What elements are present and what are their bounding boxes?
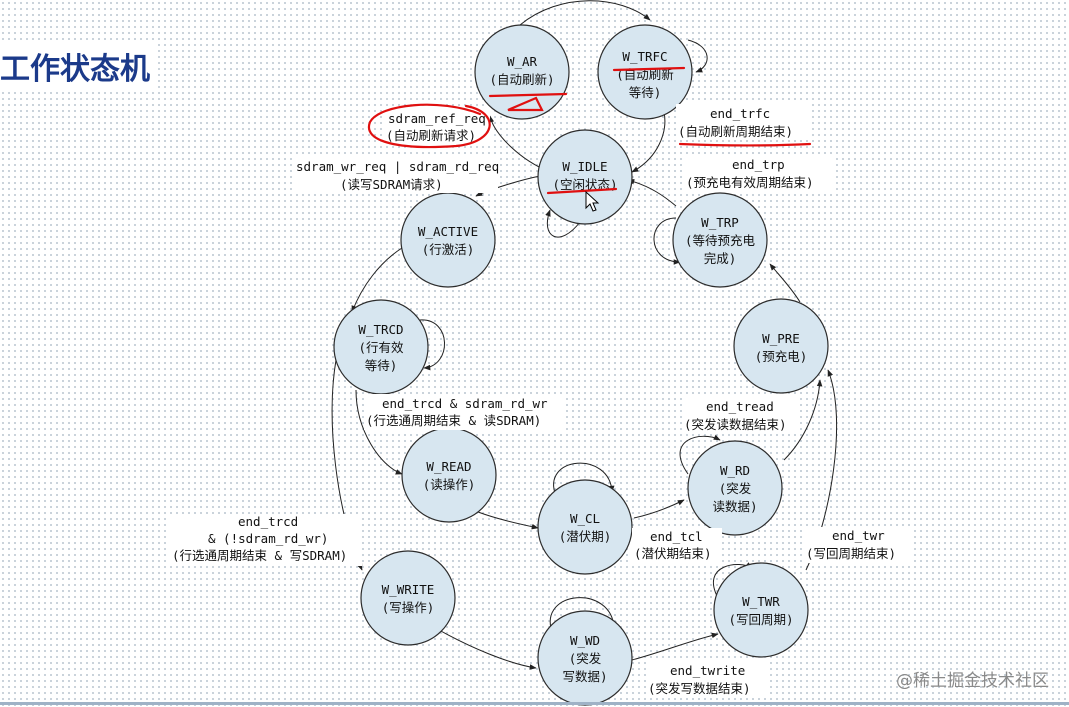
state-w-twr: W_TWR (写回周期)	[713, 562, 809, 658]
svg-text:(行有效: (行有效	[358, 340, 404, 355]
label-ref-req-sig: sdram_ref_req	[388, 111, 486, 126]
svg-text:W_WD: W_WD	[570, 633, 600, 648]
svg-text:W_AR: W_AR	[507, 54, 538, 69]
svg-text:W_READ: W_READ	[426, 459, 471, 474]
edge-trcd-to-read	[355, 389, 403, 475]
state-w-trp: W_TRP (等待预充电 完成)	[672, 192, 768, 288]
edge-wd-to-twr	[631, 632, 719, 661]
svg-text:(写回周期): (写回周期)	[728, 612, 793, 627]
label-end-trp-sig: end_trp	[732, 157, 785, 172]
annotation-underline-end-trfc	[678, 142, 812, 147]
svg-text:(突发: (突发	[569, 651, 602, 666]
edge-idle-self-loop	[545, 209, 581, 238]
state-w-wd: W_WD (突发 写数据)	[537, 610, 633, 706]
label-end-tread-sig: end_tread	[706, 399, 774, 414]
svg-text:W_TRCD: W_TRCD	[358, 322, 403, 337]
edge-pre-to-trp	[769, 263, 801, 303]
label-end-tcl-desc: (潜伏期结束)	[634, 546, 712, 561]
label-end-twr-sig: end_twr	[832, 528, 885, 543]
svg-text:W_IDLE: W_IDLE	[562, 159, 607, 174]
edge-ar-to-trfc	[519, 0, 651, 26]
label-wr-rd-req-sig: sdram_wr_req | sdram_rd_req	[296, 159, 499, 174]
label-trcd-wr-sig2: & (!sdram_rd_wr)	[208, 531, 328, 546]
svg-text:(预充电): (预充电)	[755, 349, 808, 364]
svg-text:W_PRE: W_PRE	[762, 331, 800, 346]
svg-text:W_TWR: W_TWR	[742, 594, 780, 609]
annotation-circle-ref-req	[367, 103, 491, 149]
label-end-twrite-sig: end_twrite	[670, 663, 745, 678]
watermark: @稀土掘金技术社区	[896, 671, 1049, 691]
state-w-write: W_WRITE (写操作)	[360, 550, 456, 646]
label-end-tread-desc: (突发读数据结束)	[684, 417, 787, 432]
svg-text:W_CL: W_CL	[570, 511, 600, 526]
state-w-trcd: W_TRCD (行有效 等待)	[333, 299, 429, 395]
transition-labels: sdram_ref_req (自动刷新请求) end_trfc (自动刷新周期结…	[170, 104, 910, 698]
edge-idle-to-active	[475, 175, 541, 197]
annotation-triangle-ar	[507, 96, 544, 112]
label-end-trfc-desc: (自动刷新周期结束)	[678, 124, 793, 139]
state-w-cl: W_CL (潜伏期)	[537, 479, 633, 575]
label-trcd-wr-desc: (行选通周期结束 & 写SDRAM)	[172, 548, 347, 563]
edge-rd-to-pre	[783, 379, 823, 461]
edge-cl-to-rd	[633, 499, 685, 519]
edge-active-to-trcd	[351, 247, 403, 313]
label-end-trfc-sig: end_trfc	[710, 106, 770, 121]
annotation-underline-trfc	[612, 66, 686, 72]
edge-trcd-self-loop	[419, 319, 445, 371]
label-end-twrite-desc: (突发写数据结束)	[648, 681, 751, 696]
svg-text:(写操作): (写操作)	[382, 600, 435, 615]
label-trcd-wr-sig1: end_trcd	[238, 514, 298, 529]
edge-read-to-cl	[477, 511, 539, 530]
svg-text:(自动刷新: (自动刷新	[616, 67, 674, 82]
label-wr-rd-req-desc: (读写SDRAM请求)	[340, 177, 443, 192]
label-ref-req-desc: (自动刷新请求)	[386, 128, 476, 143]
svg-text:等待): 等待)	[629, 85, 662, 100]
edge-trfc-self-loop	[687, 39, 708, 73]
edge-trp-self-loop	[653, 217, 681, 265]
edge-rd-self-loop	[679, 434, 721, 475]
edge-trfc-to-idle	[631, 111, 666, 173]
svg-text:读数据): 读数据)	[712, 499, 757, 514]
bottom-rule	[0, 702, 1069, 705]
transition-edges	[331, 0, 838, 670]
svg-text:W_TRFC: W_TRFC	[622, 49, 667, 64]
svg-text:写数据): 写数据)	[562, 669, 607, 684]
label-end-twr-desc: (写回周期结束)	[806, 546, 896, 561]
state-w-read: W_READ (读操作)	[401, 427, 497, 523]
svg-text:W_ACTIVE: W_ACTIVE	[418, 224, 478, 239]
svg-text:完成): 完成)	[704, 251, 737, 266]
edge-write-to-wd	[431, 625, 537, 670]
svg-text:(自动刷新): (自动刷新)	[489, 72, 554, 87]
edge-cl-self-loop	[553, 462, 615, 497]
label-trcd-rd-desc: (行选通周期结束 & 读SDRAM)	[366, 413, 541, 428]
svg-text:W_WRITE: W_WRITE	[382, 582, 435, 597]
red-annotations	[367, 66, 812, 195]
state-w-idle: W_IDLE (空闲状态)	[537, 129, 633, 225]
state-w-pre: W_PRE (预充电)	[733, 298, 829, 394]
page-title: 工作状态机	[0, 44, 154, 90]
state-w-active: W_ACTIVE (行激活)	[400, 192, 496, 288]
svg-text:等待): 等待)	[365, 358, 398, 373]
state-w-rd: W_RD (突发 读数据)	[687, 440, 783, 536]
svg-text:(突发: (突发	[719, 481, 752, 496]
svg-text:W_RD: W_RD	[720, 463, 750, 478]
label-end-trp-desc: (预充电有效周期结束)	[686, 175, 814, 190]
edge-wd-self-loop	[549, 597, 617, 633]
svg-text:(读操作): (读操作)	[423, 477, 476, 492]
svg-text:(行激活): (行激活)	[422, 242, 475, 257]
svg-text:W_TRP: W_TRP	[701, 215, 739, 230]
state-w-trfc: W_TRFC (自动刷新 等待)	[597, 24, 693, 120]
annotation-underline-idle	[546, 187, 618, 195]
svg-text:(空闲状态): (空闲状态)	[552, 177, 617, 192]
annotation-underline-ar	[488, 92, 568, 98]
edge-trp-to-idle	[627, 178, 677, 207]
svg-text:(潜伏期): (潜伏期)	[559, 529, 612, 544]
mouse-cursor-icon	[585, 190, 600, 212]
svg-text:(等待预充电: (等待预充电	[685, 233, 756, 248]
label-trcd-rd-sig: end_trcd & sdram_rd_wr	[382, 396, 548, 411]
label-end-tcl-sig: end_tcl	[650, 529, 703, 544]
